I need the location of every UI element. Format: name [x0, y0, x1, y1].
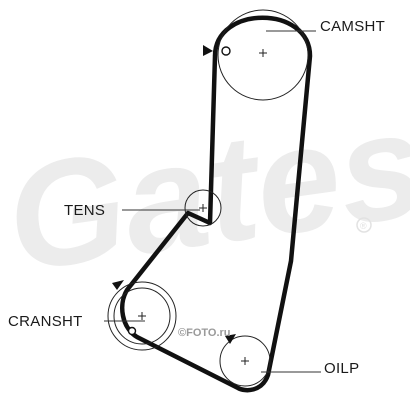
oil-pump-pulley: [219, 335, 271, 387]
crankshaft-pulley: [107, 281, 177, 351]
camshaft-timing-marker: [203, 45, 231, 56]
timing-mark-circle-icon: [221, 46, 231, 56]
tensioner-pulley: [184, 189, 222, 227]
timing-triangle-icon: [203, 45, 213, 56]
oil-pump-label: OILP: [324, 360, 359, 377]
camshaft-label: CAMSHT: [320, 18, 385, 35]
timing-mark-circle-icon: [127, 326, 137, 336]
timing-belt: [120, 15, 313, 393]
registered-mark-icon: [356, 217, 372, 233]
tensioner-label: TENS: [64, 202, 105, 219]
leader-lines: [104, 30, 321, 373]
site-watermark-text: ©FOTO.ru: [178, 327, 231, 339]
crankshaft-timing-marker: [112, 280, 137, 336]
crankshaft-label: CRANSHT: [8, 313, 83, 330]
brand-watermark: Gates ®: [0, 79, 410, 303]
brand-watermark-text: Gates: [0, 79, 410, 303]
site-watermark: ©FOTO.ru: [178, 327, 231, 339]
oil-pump-timing-marker: [225, 334, 236, 344]
camshaft-pulley: [217, 9, 309, 101]
registered-mark: ®: [360, 221, 367, 231]
timing-triangle-icon: [225, 334, 236, 344]
timing-triangle-icon: [112, 280, 124, 290]
